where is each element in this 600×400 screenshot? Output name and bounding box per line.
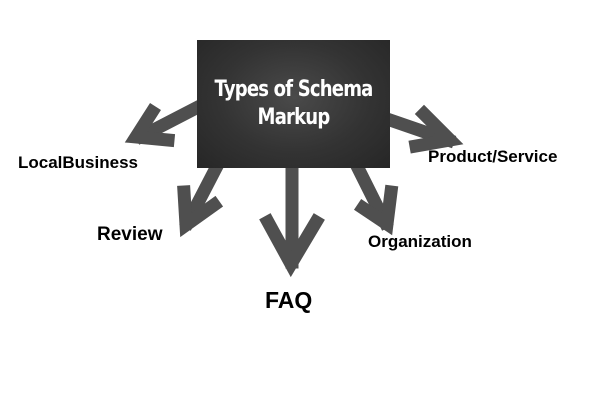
arrow-faq xyxy=(259,161,325,278)
label-product-service: Product/Service xyxy=(428,147,558,166)
label-local-business: LocalBusiness xyxy=(18,153,138,172)
diagram-title: Types of Schema Markup xyxy=(214,77,373,130)
chalkboard-title: Types of Schema Markup xyxy=(197,40,390,168)
label-review: Review xyxy=(97,224,163,245)
label-faq: FAQ xyxy=(265,287,313,313)
arrow-product-service xyxy=(381,104,464,154)
label-organization: Organization xyxy=(368,232,472,251)
arrow-local-business xyxy=(124,97,209,148)
arrow-review xyxy=(177,159,225,238)
arrow-organization xyxy=(349,159,399,236)
